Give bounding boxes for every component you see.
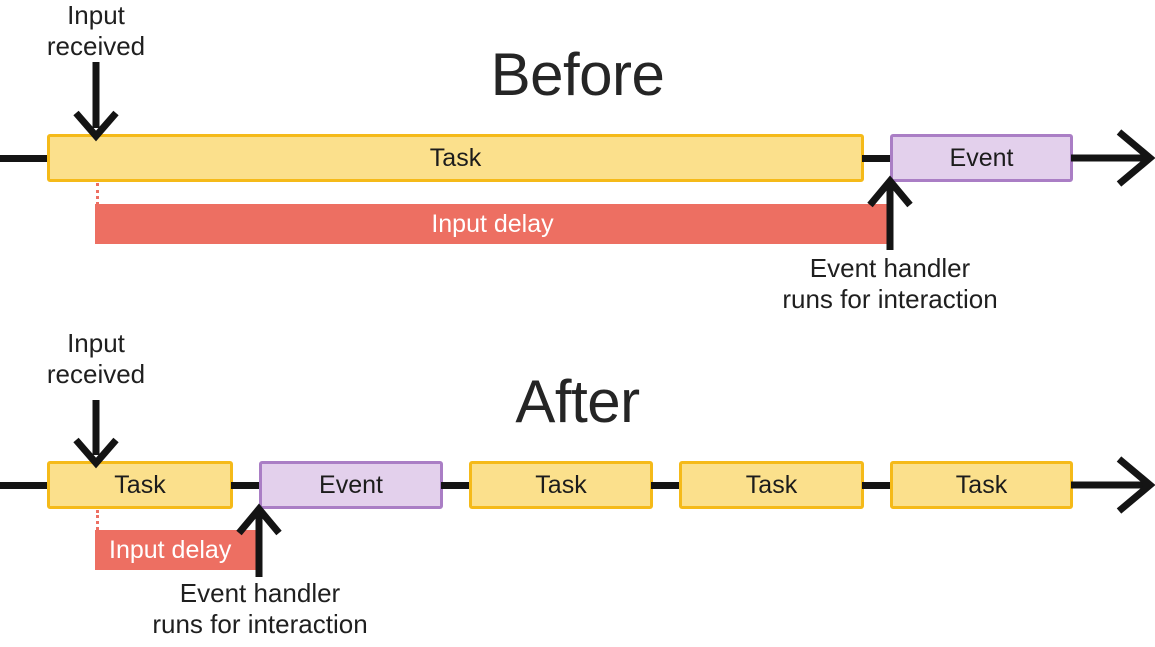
timeline-connector-after-3	[651, 482, 681, 489]
event-box-before[interactable]: Event	[890, 134, 1073, 182]
timeline-left-stub-after	[0, 482, 50, 489]
section-title-after: After	[515, 368, 640, 435]
input-delay-label: Input delay	[109, 535, 232, 564]
timeline-arrow-right-after	[1071, 456, 1155, 514]
section-title-before: Before	[490, 41, 665, 108]
input-delay-bar-after: Input delay	[95, 530, 260, 570]
input-drop-dotted-line-after	[96, 510, 99, 530]
label-input-received-before: Input received	[46, 0, 146, 61]
task-box-label: Task	[114, 470, 166, 499]
timeline-connector-after-4	[862, 482, 892, 489]
input-delay-bar-before: Input delay	[95, 204, 890, 244]
label-event-handler-after: Event handler runs for interaction	[152, 578, 368, 639]
event-box-label: Event	[319, 470, 383, 499]
input-delay-label: Input delay	[431, 209, 554, 238]
task-box-label: Task	[745, 470, 798, 499]
event-box-label: Event	[949, 143, 1014, 172]
event-box-after[interactable]: Event	[259, 461, 443, 509]
label-event-handler-before: Event handler runs for interaction	[782, 253, 998, 314]
label-input-received-after: Input received	[46, 328, 146, 389]
timeline-connector-after-2	[441, 482, 471, 489]
timeline-connector-after-1	[231, 482, 261, 489]
task-box-label: Task	[955, 470, 1008, 499]
task-box-before[interactable]: Task	[47, 134, 864, 182]
timeline-left-stub-before	[0, 155, 50, 162]
timeline-connector-before	[862, 155, 892, 162]
timeline-arrow-right-before	[1071, 129, 1155, 187]
task-box-after-3[interactable]: Task	[679, 461, 864, 509]
task-box-after-2[interactable]: Task	[469, 461, 653, 509]
task-box-after-4[interactable]: Task	[890, 461, 1073, 509]
task-box-label: Task	[535, 470, 587, 499]
task-box-label: Task	[429, 143, 482, 172]
task-box-after-1[interactable]: Task	[47, 461, 233, 509]
input-drop-dotted-line-before	[96, 183, 99, 205]
